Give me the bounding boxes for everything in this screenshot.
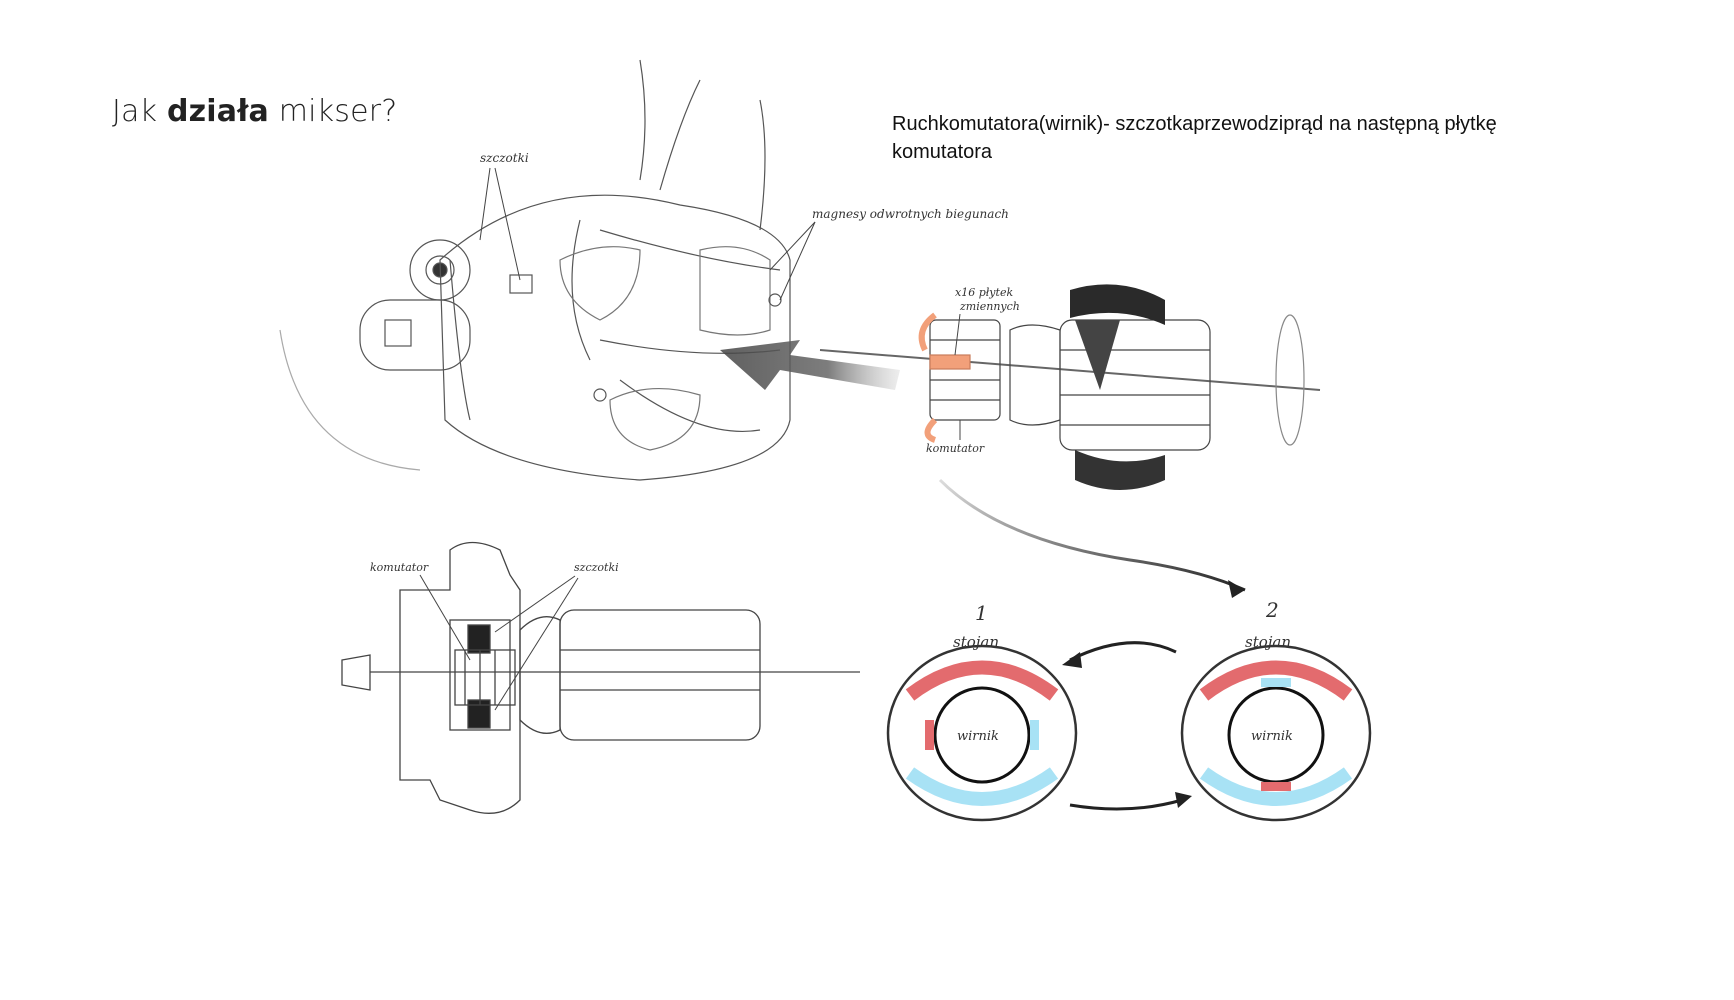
svg-text:szczotki: szczotki [480, 151, 529, 165]
page-title: Jak działa mikser? [112, 94, 398, 129]
commutator-side-sketch [341, 541, 860, 814]
state-arrow-bottom-head [1175, 792, 1192, 808]
flow-arrow [938, 478, 1246, 592]
label-plytek: x16 płytek zmiennych [954, 286, 1020, 356]
svg-text:komutator: komutator [370, 561, 429, 574]
state-arrow-bottom [1069, 798, 1183, 811]
armature-sketch [819, 314, 1321, 451]
label-komutator-bottom: komutator [370, 561, 471, 661]
state-2-diagram: 2 stojan wirnik [1180, 598, 1372, 822]
rotation-arrow-icon [1070, 284, 1165, 490]
svg-text:x16 płytek: x16 płytek [955, 286, 1013, 299]
state-2-number: 2 [1265, 598, 1279, 622]
state-arrow-top [1069, 641, 1177, 662]
state-2-rotor-label: wirnik [1251, 729, 1293, 744]
label-komutator-top: komutator [926, 420, 985, 455]
svg-text:magnesy odwrotnych biegunach: magnesy odwrotnych biegunach [812, 207, 1009, 221]
label-szczotki-bottom: szczotki [494, 561, 619, 711]
svg-text:zmiennych: zmiennych [959, 300, 1020, 313]
stator-sketch [279, 59, 791, 481]
svg-text:szczotki: szczotki [574, 561, 619, 574]
state-1-rotor-label: wirnik [957, 729, 999, 744]
svg-text:komutator: komutator [926, 442, 985, 455]
flow-arrow-head [1228, 580, 1245, 598]
commutator-rotation-icon [918, 312, 938, 443]
state-1-diagram: 1 stojan wirnik [886, 601, 1078, 822]
label-magnesy: magnesy odwrotnych biegunach [769, 207, 1009, 301]
state-arrow-top-head [1062, 652, 1082, 668]
state-1-number: 1 [975, 601, 988, 625]
label-szczotki-top: szczotki [479, 151, 529, 281]
insert-arrow [720, 340, 900, 390]
description-text: Ruchkomutatora(wirnik)- szczotkaprzewodz… [892, 113, 1497, 163]
